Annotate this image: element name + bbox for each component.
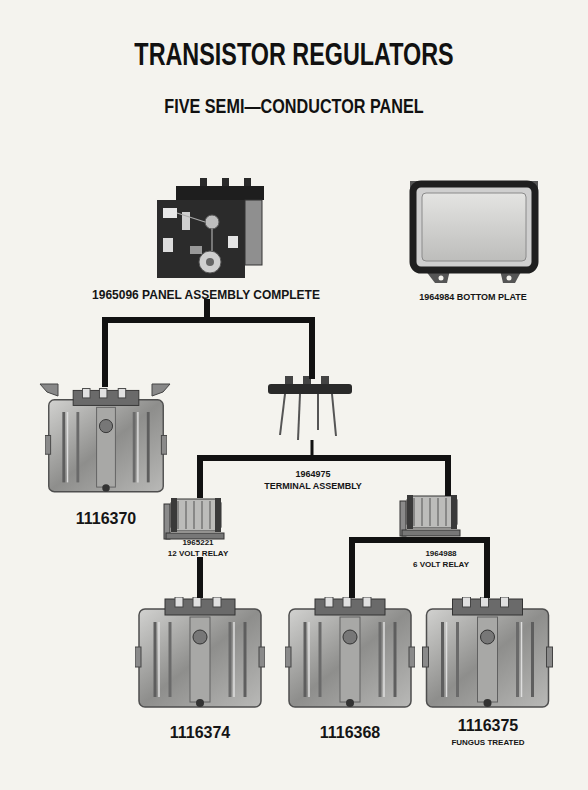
housing-illustration — [40, 384, 170, 492]
connector-bar — [200, 458, 258, 495]
part-number: 1964988 — [400, 550, 482, 558]
connector-bar — [352, 540, 400, 595]
panel-assembly-illustration — [163, 238, 173, 252]
panel-assembly-illustration — [211, 229, 212, 251]
page-title: TRANSISTOR REGULATORS — [79, 38, 508, 70]
panel-assembly-illustration — [206, 258, 214, 266]
housing-illustration — [45, 389, 167, 492]
part-number: 1965096 PANEL ASSEMBLY COMPLETE — [86, 289, 326, 301]
part-number: 1116374 — [133, 725, 267, 741]
panel-assembly-illustration — [205, 215, 219, 229]
part-node: 1116368 — [283, 595, 417, 745]
part-number: 6 VOLT RELAY — [400, 561, 482, 569]
subtitle: FIVE SEMI—CONDUCTOR PANEL — [50, 97, 538, 117]
part-node: 1116374 — [133, 595, 267, 745]
bottom-plate-illustration — [439, 276, 444, 281]
connector-bar — [197, 560, 203, 595]
terminal-assembly-illustration — [280, 394, 285, 435]
terminal-assembly-illustration — [258, 376, 368, 458]
housing-illustration — [423, 597, 553, 707]
panel-assembly-illustration — [157, 178, 264, 278]
part-node: 1965221 12 VOLT RELAY — [158, 495, 238, 560]
part-number: 1116375 — [420, 718, 556, 734]
panel-assembly-illustration — [228, 236, 238, 248]
part-node: 1964975TERMINAL ASSEMBLY — [258, 376, 368, 492]
part-number: 1964984 BOTTOM PLATE — [405, 293, 541, 302]
housing-illustration — [135, 597, 265, 707]
part-node: 1965096 PANEL ASSEMBLY COMPLETE — [86, 178, 326, 302]
part-node: 1964984 BOTTOM PLATE — [405, 178, 541, 304]
connector-bar — [105, 302, 207, 384]
panel-assembly-illustration — [245, 200, 262, 265]
part-number: FUNGUS TREATED — [420, 739, 556, 747]
connector-bar — [368, 458, 448, 493]
terminal-assembly-illustration — [332, 394, 336, 436]
terminal-assembly-illustration — [298, 394, 300, 440]
relay-illustration — [164, 495, 482, 540]
panel-assembly-illustration — [176, 186, 264, 200]
part-node: 1964988 6 VOLT RELAY — [400, 493, 482, 571]
part-node: 1116375FUNGUS TREATED — [420, 595, 556, 750]
connector-bar — [207, 302, 312, 376]
housing-illustration — [152, 384, 170, 396]
panel-assembly-illustration — [177, 213, 205, 222]
relay-illustration — [400, 495, 460, 536]
terminal-assembly-illustration — [317, 394, 319, 430]
housing-illustration — [285, 597, 415, 707]
part-node: 1116370 — [45, 384, 167, 528]
bottom-plate-illustration — [413, 184, 535, 270]
part-number: 12 VOLT RELAY — [158, 550, 238, 558]
panel-assembly-illustration — [163, 208, 177, 218]
connector-bar — [482, 540, 487, 595]
relay-illustration — [400, 537, 482, 543]
terminal-assembly-illustration — [268, 384, 352, 394]
bottom-plate-illustration — [507, 276, 512, 281]
housing-illustration — [40, 384, 58, 396]
bottom-plate-illustration — [410, 181, 538, 283]
housing-illustration — [135, 597, 553, 707]
part-number: 1965221 — [158, 539, 238, 547]
relay-illustration — [164, 498, 224, 539]
part-number: TERMINAL ASSEMBLY — [258, 482, 368, 491]
panel-assembly-illustration — [199, 251, 221, 273]
part-number: 1116368 — [283, 725, 417, 741]
terminal-assembly-illustration — [258, 455, 368, 461]
panel-assembly-illustration — [190, 246, 202, 254]
part-number: 1964975 — [258, 470, 368, 479]
bottom-plate-illustration — [422, 193, 526, 261]
part-number: 1116370 — [45, 511, 167, 527]
panel-assembly-illustration — [157, 200, 245, 278]
